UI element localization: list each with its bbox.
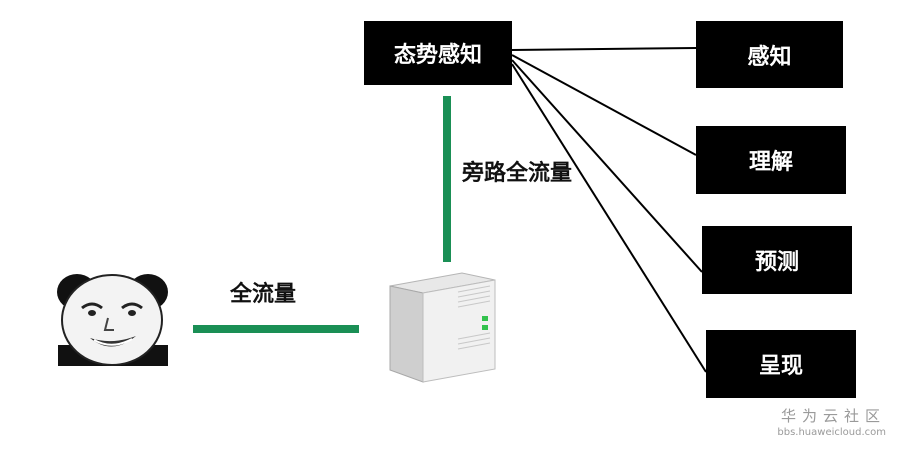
bypass-line [443,96,451,262]
full-flow-line [193,325,359,333]
output-box-present: 呈现 [706,330,856,398]
watermark: 华为云社区 bbs.huaweicloud.com [777,405,886,438]
output-box-understand: 理解 [696,126,846,194]
line-to-perceive [511,47,697,51]
bypass-full-traffic-label: 旁路全流量 [462,161,573,186]
server-tower-icon [389,272,496,383]
fanout-lines [511,47,707,373]
watermark-url: bbs.huaweicloud.com [777,427,886,438]
output-box-predict: 预测 [702,226,852,294]
line-to-predict [511,59,703,273]
full-traffic-label: 全流量 [230,282,297,307]
situation-awareness-box: 态势感知 [364,21,512,85]
watermark-title: 华为云社区 [780,407,886,425]
line-to-understand [511,54,697,156]
output-box-perceive: 感知 [696,21,843,88]
panda-meme-face-icon [57,274,168,366]
line-to-present [511,63,707,373]
